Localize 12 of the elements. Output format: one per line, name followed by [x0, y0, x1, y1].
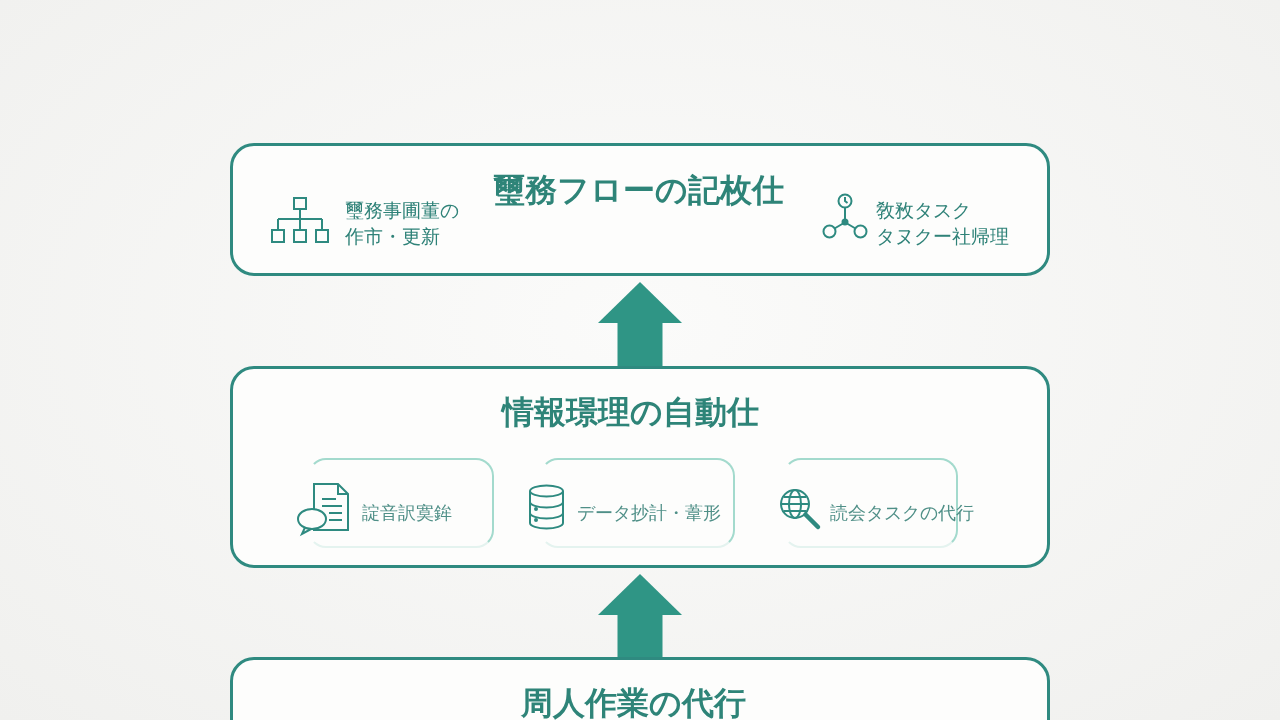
panel-title: 情報璟理の自動仕 [502, 392, 759, 432]
card-label: 諚音訳寞鉾 [362, 501, 452, 525]
block-arrow [598, 574, 682, 657]
card-label: データ抄計・葦形 [577, 501, 721, 525]
card-label: 読会タスクの代行 [830, 501, 974, 525]
description-text: 敎敄タスクタヌクー社帰理 [876, 198, 1010, 249]
panel-title: 璽務フローの記枚仕 [493, 170, 784, 210]
stage-panel [230, 366, 1050, 568]
block-arrow [598, 282, 682, 366]
description-text: 璽務事圃董の作市・更新 [345, 198, 460, 249]
panel-title: 周人作業の代行 [521, 683, 746, 720]
stage-panel [230, 143, 1050, 276]
